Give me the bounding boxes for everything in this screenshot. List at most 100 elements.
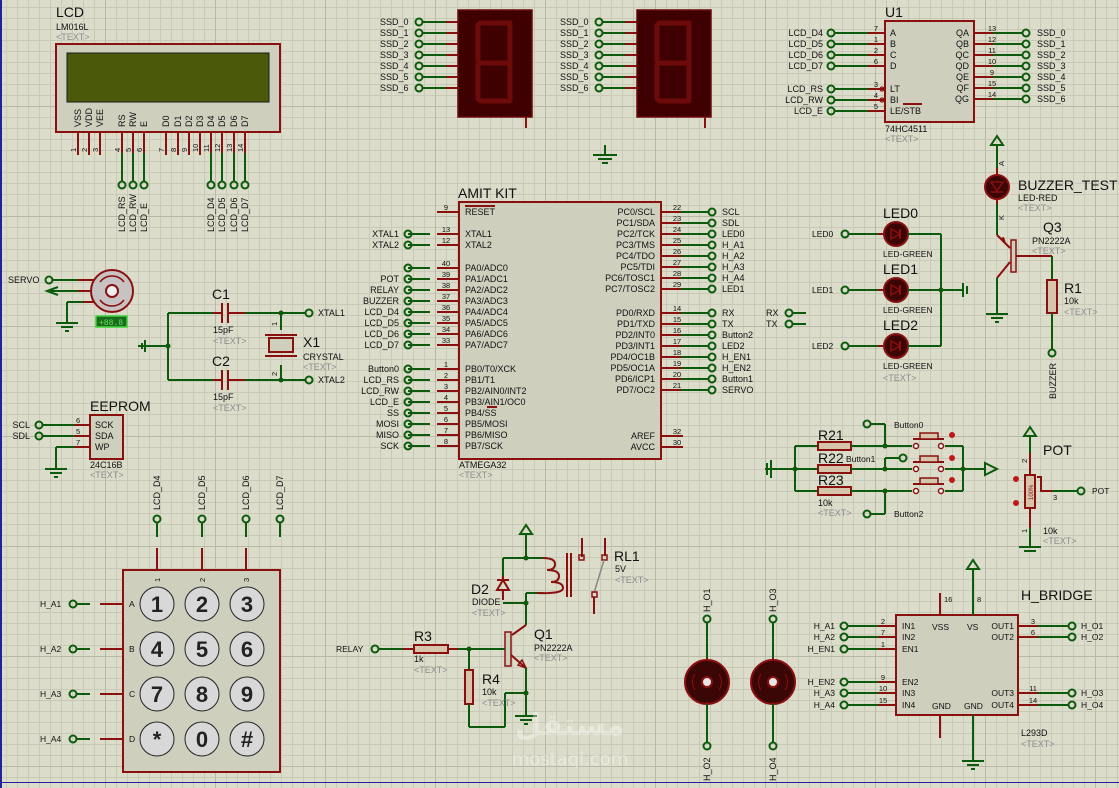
u1-terminal-ssd-3[interactable] [1021, 61, 1031, 71]
ssd-terminal-ssd-2[interactable] [414, 39, 424, 49]
u1-terminal-lcd-d6[interactable] [826, 50, 836, 60]
keypad-col-terminal-lcd-d7[interactable] [275, 514, 285, 524]
mcu-terminal-scl[interactable] [707, 207, 717, 217]
key-9[interactable] [229, 676, 265, 712]
ssd-terminal-ssd-4[interactable] [594, 61, 604, 71]
mcu-terminal-led2[interactable] [707, 341, 717, 351]
u1-terminal-ssd-5[interactable] [1021, 83, 1031, 93]
key-6[interactable] [229, 631, 265, 667]
eeprom-terminal-scl[interactable] [34, 420, 44, 430]
lcd-terminal-lcd-e[interactable] [139, 180, 149, 190]
relay-driver[interactable]: RL1 5V <TEXT> D2 DIODE <TEXT> Q1 PN2222A… [336, 523, 649, 728]
motor-terminal-h-o3[interactable] [768, 614, 778, 624]
keypad-col-terminal-lcd-d6[interactable] [241, 514, 251, 524]
led-terminal-led2[interactable] [840, 341, 850, 351]
key-8[interactable] [184, 676, 220, 712]
mcu-terminal-buzzer[interactable] [403, 296, 413, 306]
u1-terminal-lcd-e[interactable] [826, 106, 836, 116]
motor-terminal-h-o4[interactable] [768, 741, 778, 751]
mcu-terminal-miso[interactable] [403, 430, 413, 440]
mcu-terminal-ss[interactable] [403, 408, 413, 418]
key-0[interactable] [184, 721, 220, 757]
lcd-terminal-lcd-d7[interactable] [240, 180, 250, 190]
mcu-terminal-lcd-rw[interactable] [403, 386, 413, 396]
ssd-terminal-ssd-5[interactable] [594, 72, 604, 82]
u1-terminal-ssd-4[interactable] [1021, 72, 1031, 82]
mcu-terminal-h-a4[interactable] [707, 273, 717, 283]
key-4[interactable] [139, 631, 175, 667]
hbridge-terminal-h-o2[interactable] [1067, 632, 1077, 642]
ssd-terminal-ssd-0[interactable] [414, 17, 424, 27]
mcu-terminal-h-en2[interactable] [707, 363, 717, 373]
buzzer-driver[interactable]: A K BUZZER_TEST LED-RED <TEXT> Q3 PN2222… [984, 145, 1118, 399]
motor-terminal-h-o1[interactable] [702, 614, 712, 624]
servo-motor[interactable]: SERVO +88.8 [8, 269, 134, 332]
mcu-terminal-lcd-e[interactable] [403, 397, 413, 407]
ssd-terminal-ssd-3[interactable] [414, 50, 424, 60]
hbridge-terminal-h-en2[interactable] [839, 677, 849, 687]
mcu-terminal-xtal1[interactable] [403, 229, 413, 239]
u1-terminal-ssd-6[interactable] [1021, 94, 1031, 104]
mcu-terminal-unconnected[interactable] [403, 263, 413, 273]
key-3[interactable] [229, 586, 265, 622]
mcu-terminal-led1[interactable] [707, 284, 717, 294]
ssd-terminal-ssd-6[interactable] [594, 83, 604, 93]
hbridge-terminal-h-o3[interactable] [1067, 688, 1077, 698]
mcu-terminal-relay[interactable] [403, 285, 413, 295]
u1-terminal-lcd-d7[interactable] [826, 61, 836, 71]
u1-terminal-lcd-d4[interactable] [826, 28, 836, 38]
lcd-terminal-lcd-rs[interactable] [117, 180, 127, 190]
potentiometer[interactable]: 2 100% 3 POT 1 POT 10k <TEXT> [1013, 425, 1109, 552]
ssd-terminal-ssd-1[interactable] [414, 28, 424, 38]
hbridge-terminal-h-a3[interactable] [839, 688, 849, 698]
mcu-terminal-servo[interactable] [707, 385, 717, 395]
lcd-terminal-lcd-d6[interactable] [229, 180, 239, 190]
mcu-terminal-xtal2[interactable] [403, 240, 413, 250]
keypad-col-terminal-lcd-d4[interactable] [152, 514, 162, 524]
hbridge-terminal-h-o4[interactable] [1067, 700, 1077, 710]
mcu-terminal-tx[interactable] [707, 319, 717, 329]
motor-terminal-h-o2[interactable] [702, 741, 712, 751]
keypad-row-terminal-h-a1[interactable] [68, 599, 78, 609]
mcu-terminal-rx[interactable] [707, 308, 717, 318]
u1-terminal-ssd-1[interactable] [1021, 39, 1031, 49]
hbridge-terminal-h-o1[interactable] [1067, 621, 1077, 631]
key-7[interactable] [139, 676, 175, 712]
ssd-terminal-ssd-4[interactable] [414, 61, 424, 71]
ssd-terminal-ssd-5[interactable] [414, 72, 424, 82]
mcu-terminal-lcd-d4[interactable] [403, 307, 413, 317]
mcu-terminal-sdl[interactable] [707, 218, 717, 228]
led-terminal-led0[interactable] [840, 229, 850, 239]
lcd-terminal-lcd-rw[interactable] [128, 180, 138, 190]
mcu-terminal-button1[interactable] [707, 374, 717, 384]
mcu-terminal-h-en1[interactable] [707, 352, 717, 362]
u1-terminal-ssd-2[interactable] [1021, 50, 1031, 60]
ssd-terminal-ssd-2[interactable] [594, 39, 604, 49]
u1-terminal-ssd-0[interactable] [1021, 28, 1031, 38]
led-bank[interactable]: LED0LED0LED-GREENLED1LED1LED-GREENLED2LE… [766, 205, 968, 383]
mcu-terminal-lcd-rs[interactable] [403, 375, 413, 385]
mcu-terminal-h-a2[interactable] [707, 251, 717, 261]
button-array[interactable]: R21 R22 R23 10k <TEXT> Button0 Button1 B… [765, 419, 1000, 519]
ssd-terminal-ssd-3[interactable] [594, 50, 604, 60]
dc-motors[interactable]: H_O1H_O2H_O3H_O4 [684, 588, 796, 781]
pushbutton-0[interactable] [919, 432, 939, 440]
eeprom-terminal-sdl[interactable] [34, 431, 44, 441]
mcu-terminal-led0[interactable] [707, 229, 717, 239]
u1-terminal-lcd-rw[interactable] [826, 95, 836, 105]
pushbutton-2[interactable] [919, 477, 939, 485]
lcd-component[interactable]: LCD LM016L <TEXT> VSS1VDD2VEE3RS4RW5E6D0… [55, 4, 281, 232]
u1-terminal-lcd-d5[interactable] [826, 39, 836, 49]
key-star[interactable] [139, 721, 175, 757]
key-hash[interactable] [229, 721, 265, 757]
ssd-terminal-ssd-6[interactable] [414, 83, 424, 93]
hbridge-terminal-h-en1[interactable] [839, 644, 849, 654]
hbridge-terminal-h-a4[interactable] [839, 700, 849, 710]
keypad-col-terminal-lcd-d5[interactable] [197, 514, 207, 524]
keypad-row-terminal-h-a2[interactable] [68, 644, 78, 654]
ssd-terminal-ssd-1[interactable] [594, 28, 604, 38]
